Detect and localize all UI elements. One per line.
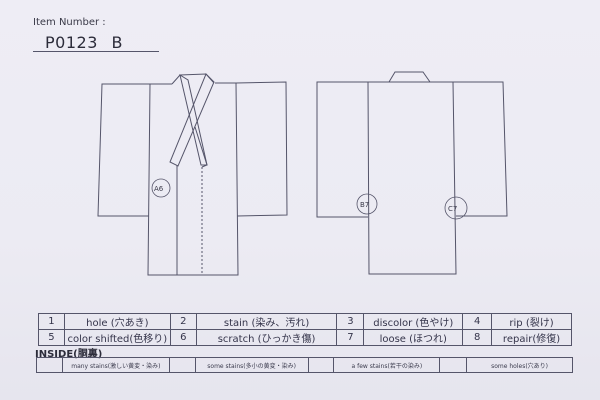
inside-section-title: INSIDE(胴裏) — [35, 349, 103, 360]
inside-row: many stains(激しい黄変・染み) some stains(多小の黄変・… — [36, 357, 573, 373]
legend-label: repair(修復) — [491, 329, 572, 346]
back-mark-b7: B7 — [356, 193, 378, 215]
inside-option-label: some stains(多小の黄変・染み) — [194, 357, 309, 373]
inside-checkbox-many-stains[interactable] — [36, 357, 63, 373]
legend-number: 1 — [38, 313, 65, 330]
item-number-underline — [33, 51, 159, 52]
legend-number: 4 — [462, 313, 493, 330]
item-number-value: P0123 B — [45, 33, 123, 52]
svg-text:A6: A6 — [154, 185, 164, 193]
inside-checkbox-few-stains[interactable] — [307, 357, 335, 373]
inside-option-label: some holes(穴あり) — [466, 357, 573, 373]
inside-option-label: a few stains(若干の染み) — [333, 357, 441, 373]
legend-number: 7 — [336, 329, 365, 346]
svg-text:B7: B7 — [360, 201, 369, 209]
legend-number: 8 — [462, 329, 493, 346]
front-mark-a6: A6 — [151, 178, 171, 198]
damage-legend-table: 1 hole (穴あき) 2 stain (染み、汚れ) 3 discolor … — [38, 313, 572, 346]
legend-number: 5 — [38, 329, 65, 346]
item-number-label: Item Number : — [33, 17, 106, 28]
inside-condition-table: many stains(激しい黄変・染み) some stains(多小の黄変・… — [36, 357, 573, 373]
back-mark-c7: C7 — [444, 196, 468, 220]
legend-label: scratch (ひっかき傷) — [195, 329, 338, 346]
legend-row: 1 hole (穴あき) 2 stain (染み、汚れ) 3 discolor … — [38, 313, 572, 330]
back-view — [316, 71, 508, 275]
legend-label: discolor (色やけ) — [363, 313, 464, 330]
front-view — [97, 73, 288, 276]
legend-number: 3 — [336, 313, 365, 330]
inside-checkbox-some-holes[interactable] — [439, 357, 468, 373]
legend-label: hole (穴あき) — [63, 313, 171, 330]
kimono-diagram: A6 B7 C7 — [97, 71, 508, 276]
legend-label: color shifted(色移り) — [63, 329, 171, 346]
svg-text:C7: C7 — [448, 205, 457, 213]
legend-label: stain (染み、汚れ) — [195, 313, 338, 330]
legend-number: 2 — [169, 313, 197, 330]
legend-number: 6 — [169, 329, 197, 346]
legend-row: 5 color shifted(色移り) 6 scratch (ひっかき傷) 7… — [38, 329, 572, 346]
legend-label: rip (裂け) — [491, 313, 572, 330]
inside-option-label: many stains(激しい黄変・染み) — [61, 357, 170, 373]
inside-checkbox-some-stains[interactable] — [168, 357, 196, 373]
legend-label: loose (ほつれ) — [363, 329, 464, 346]
